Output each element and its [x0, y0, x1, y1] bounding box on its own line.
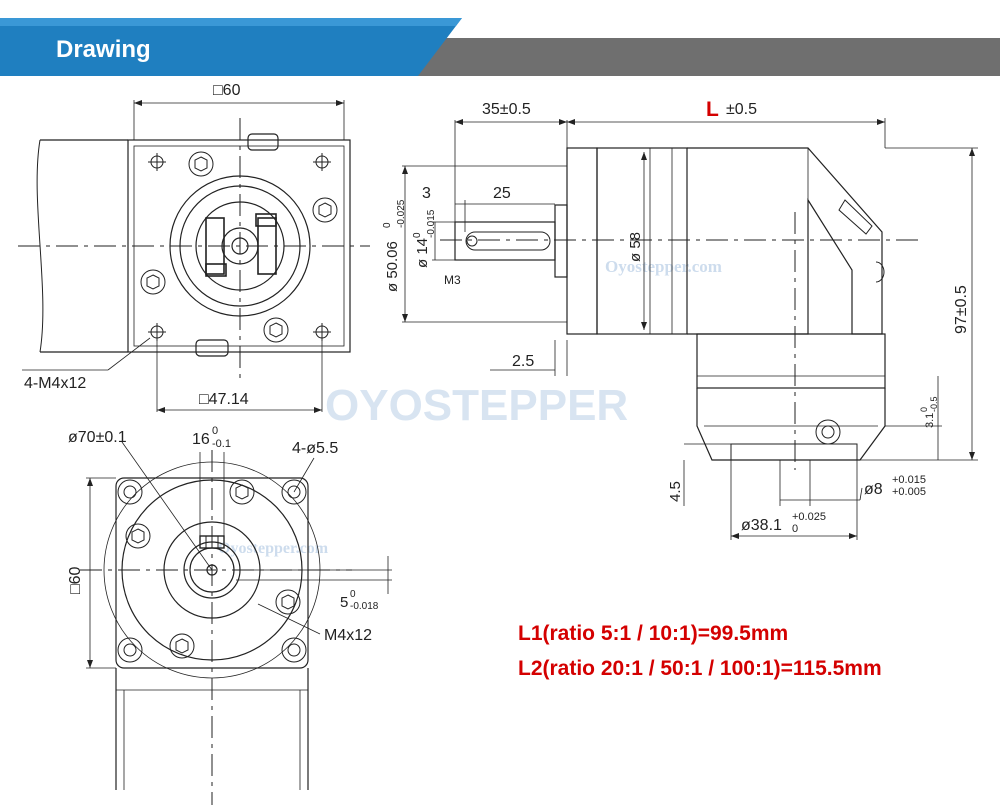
key-height-label: 16 — [192, 431, 210, 448]
note-l2: L2(ratio 20:1 / 50:1 / 100:1)=115.5mm — [518, 657, 882, 680]
front-bolt-square-label: □47.14 — [199, 391, 249, 408]
key-width-tol-lower: -0.018 — [350, 601, 379, 612]
input-pilot-tol-upper: +0.025 — [792, 511, 826, 523]
front-view — [18, 100, 370, 413]
section-header: Drawing — [0, 18, 1000, 76]
bottom-view — [80, 441, 392, 805]
flange-thickness-label: 2.5 — [512, 353, 534, 370]
input-bore-tol-upper: +0.015 — [892, 474, 926, 486]
shaft-length-label: 25 — [493, 185, 511, 202]
input-housing — [696, 333, 886, 389]
pcd-label: ø70±0.1 — [68, 429, 127, 446]
key-height-tol-lower: -0.1 — [212, 438, 231, 450]
header-tab — [0, 18, 462, 76]
key-offset-label: 3 — [422, 185, 431, 202]
shoulder-label: 35±0.5 — [482, 101, 531, 118]
body-dia-label: ø 58 — [627, 232, 644, 262]
flange-tol-lower: -0.025 — [396, 199, 407, 228]
shaft-tol-lower: -0.015 — [426, 209, 437, 238]
front-bolt-label: 4-M4x12 — [24, 375, 86, 392]
screw-label: M4x12 — [324, 627, 372, 644]
holes-label: 4-ø5.5 — [292, 440, 338, 457]
thread-label: M3 — [444, 273, 461, 287]
front-flange — [127, 139, 351, 353]
shaft-dia-label: ø 14 — [414, 238, 431, 268]
length-letter: L — [706, 98, 719, 121]
output-shaft — [454, 221, 556, 261]
input-pilot-tol-lower: 0 — [792, 523, 798, 535]
front-width-label: □60 — [213, 82, 241, 99]
input-pilot-label: ø38.1 — [741, 517, 782, 534]
length-tolerance: ±0.5 — [726, 101, 757, 118]
key-depth-label: 3.1 — [924, 413, 936, 428]
height-label: 97±0.5 — [953, 285, 970, 334]
watermark-url: Oyostepper.com — [605, 257, 722, 276]
input-depth-label: 4.5 — [667, 481, 684, 502]
key-height-tol-upper: 0 — [212, 425, 218, 437]
watermark-logo: OYOSTEPPER — [325, 381, 628, 430]
header-bar — [400, 38, 1000, 76]
flange-dia-label: ø 50.06 — [384, 241, 401, 292]
output-flange — [566, 147, 598, 335]
watermark: OYOSTEPPER Oyostepper.com Oyostepper.com — [218, 257, 722, 557]
header-title: Drawing — [56, 36, 151, 63]
key-width-label: 5 — [340, 594, 348, 611]
watermark-url-small: Oyostepper.com — [218, 540, 329, 557]
key-depth-tol-lower: -0.5 — [929, 396, 939, 412]
right-angle-housing — [687, 147, 883, 335]
input-bore-label: ø8 — [864, 481, 883, 498]
flange-tol-upper: 0 — [382, 222, 393, 228]
input-bore-tol-lower: +0.005 — [892, 486, 926, 498]
side-view — [402, 118, 978, 540]
bottom-flange — [115, 477, 309, 669]
key-width-tol-upper: 0 — [350, 589, 356, 600]
header-tab-shade — [0, 18, 462, 26]
key-depth-tol-upper: 0 — [919, 407, 929, 412]
shaft-tol-upper: 0 — [412, 232, 423, 238]
note-l1: L1(ratio 5:1 / 10:1)=99.5mm — [518, 622, 789, 645]
bottom-width-label: □60 — [67, 566, 84, 594]
